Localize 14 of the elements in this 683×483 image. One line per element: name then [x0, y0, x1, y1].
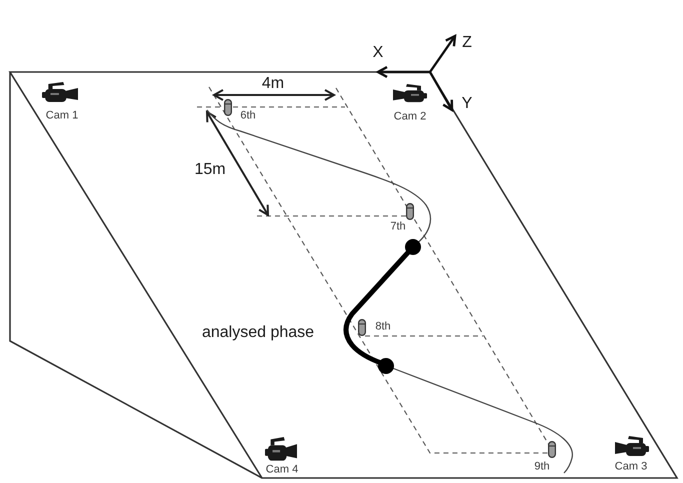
phase-label: analysed phase [202, 325, 314, 341]
camera-label: Cam 2 [394, 112, 426, 122]
camera-label: Cam 4 [266, 464, 298, 476]
camera-label: Cam 1 [46, 110, 78, 122]
gate-label: 9th [534, 462, 550, 472]
axis-label: Z [462, 35, 472, 51]
gate-label: 8th [375, 322, 391, 332]
gate-label: 6th [240, 110, 256, 122]
axis-label: X [372, 45, 384, 61]
gate-label: 7th [390, 222, 406, 232]
axis-label: Y [462, 96, 472, 112]
camera-label: Cam 3 [614, 462, 648, 472]
dimension-label: 15m [194, 162, 226, 178]
dimension-label: 4m [262, 76, 284, 92]
